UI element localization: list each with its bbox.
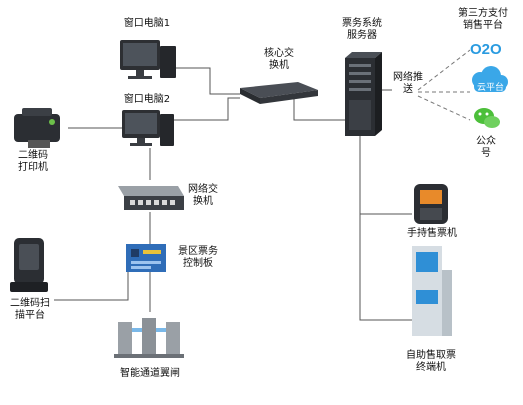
- link-server-terminals: [359, 136, 412, 321]
- cloud-icon: [472, 66, 508, 92]
- pc1-icon: [120, 40, 176, 79]
- qr-printer-label: 二维码 打印机: [18, 150, 48, 173]
- link-pc1-core: [175, 67, 240, 95]
- kiosk-label: 自助售取票 终端机: [406, 350, 456, 373]
- turnstile-label: 智能通道翼闸: [120, 368, 180, 379]
- link-pc2-core: [172, 97, 240, 121]
- control-board-label: 景区票务 控制板: [178, 246, 218, 269]
- link-scanner-board: [54, 268, 129, 301]
- core-switch-icon: [240, 82, 318, 104]
- push-line-wechat: [417, 95, 471, 121]
- pc2-icon: [122, 110, 174, 146]
- turnstile-icon: [114, 318, 184, 358]
- third-party-label: 第三方支付 销售平台: [458, 8, 508, 31]
- kiosk-icon: [412, 246, 452, 336]
- server-label: 票务系统 服务器: [342, 18, 382, 41]
- network-switch-icon: [118, 186, 184, 210]
- link-core-server: [293, 96, 345, 121]
- pc1-label: 窗口电脑1: [123, 18, 171, 29]
- control-board-icon: [126, 244, 166, 272]
- pc2-label: 窗口电脑2: [123, 94, 171, 105]
- push-line-o2o: [417, 49, 471, 91]
- wechat-icon: [474, 108, 500, 128]
- official-account-label: 公众 号: [476, 136, 496, 159]
- handheld-label: 手持售票机: [407, 228, 457, 239]
- core-switch-label: 核心交 换机: [264, 48, 294, 71]
- o2o-logo: O2O: [470, 41, 502, 58]
- server-icon: [345, 52, 382, 136]
- qr-scanner-icon: [10, 238, 48, 292]
- handheld-terminal-icon: [414, 184, 448, 224]
- dashed-push-lines: [417, 49, 471, 121]
- qr-scanner-label: 二维码扫 描平台: [10, 298, 50, 321]
- qr-printer-icon: [14, 108, 60, 148]
- cloud-platform-label: 云平台: [477, 81, 504, 93]
- network-switch-label: 网络交 换机: [188, 184, 218, 207]
- network-push-label: 网络推 送: [393, 72, 423, 95]
